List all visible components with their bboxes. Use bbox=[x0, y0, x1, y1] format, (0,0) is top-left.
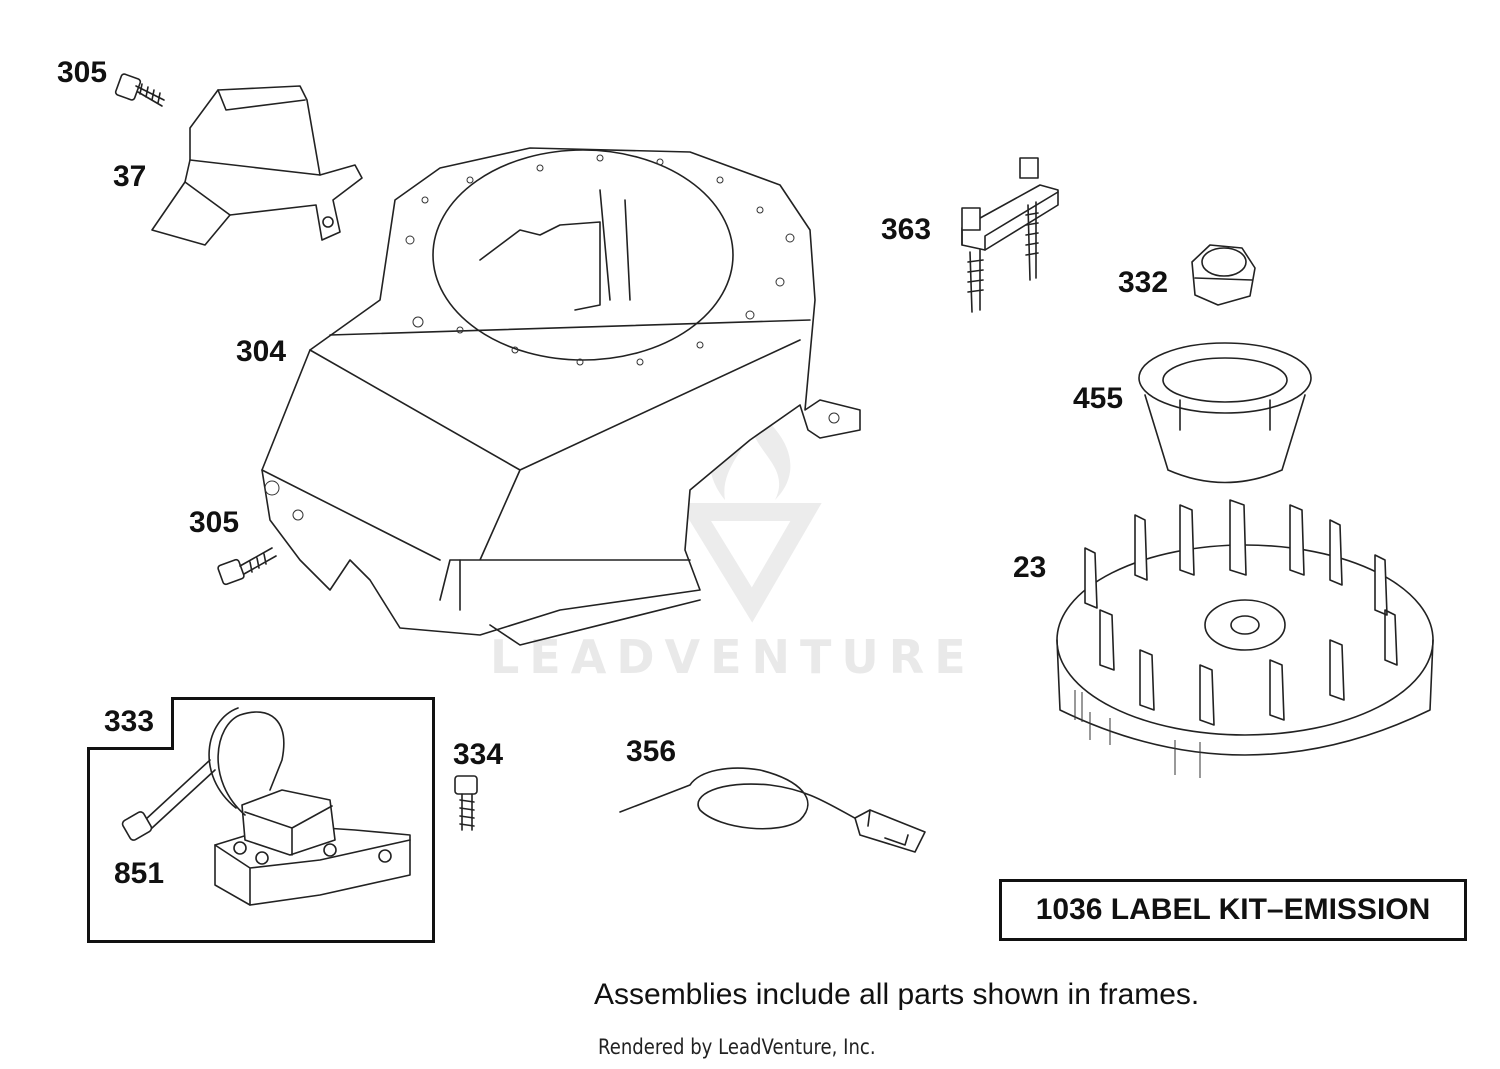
callout-851: 851 bbox=[114, 857, 165, 890]
callout-455: 455 bbox=[1073, 382, 1124, 415]
nut-332[interactable] bbox=[1191, 244, 1256, 306]
screw-305-top[interactable] bbox=[114, 73, 165, 107]
callout-334: 334 bbox=[453, 738, 504, 771]
starter-cup-455[interactable] bbox=[1138, 342, 1312, 484]
air-baffle-37[interactable] bbox=[151, 85, 363, 246]
label-kit-box: 1036 LABEL KIT–EMISSION bbox=[999, 879, 1467, 941]
callout-304: 304 bbox=[236, 335, 287, 368]
screw-305-mid[interactable] bbox=[217, 547, 277, 586]
callout-37: 37 bbox=[113, 160, 147, 193]
watermark-text: LEADVENTURE bbox=[490, 630, 976, 684]
bracket-363[interactable] bbox=[961, 157, 1059, 313]
render-credit: Rendered by LeadVenture, Inc. bbox=[598, 1035, 876, 1059]
flywheel-23[interactable] bbox=[1056, 499, 1434, 778]
screw-334[interactable] bbox=[454, 775, 478, 831]
callout-332: 332 bbox=[1118, 266, 1169, 299]
frame-tag-333: 333 bbox=[87, 697, 174, 750]
callout-363: 363 bbox=[881, 213, 932, 246]
blower-housing-304[interactable] bbox=[261, 147, 861, 646]
callout-305-mid: 305 bbox=[189, 506, 240, 539]
ignition-armature-333[interactable] bbox=[121, 707, 411, 906]
assembly-frame-333 bbox=[87, 697, 435, 943]
callout-305-top: 305 bbox=[57, 56, 108, 89]
callout-23: 23 bbox=[1013, 551, 1047, 584]
ground-wire-356[interactable] bbox=[619, 767, 926, 853]
callout-356: 356 bbox=[626, 735, 677, 768]
assembly-note: Assemblies include all parts shown in fr… bbox=[594, 978, 1200, 1011]
